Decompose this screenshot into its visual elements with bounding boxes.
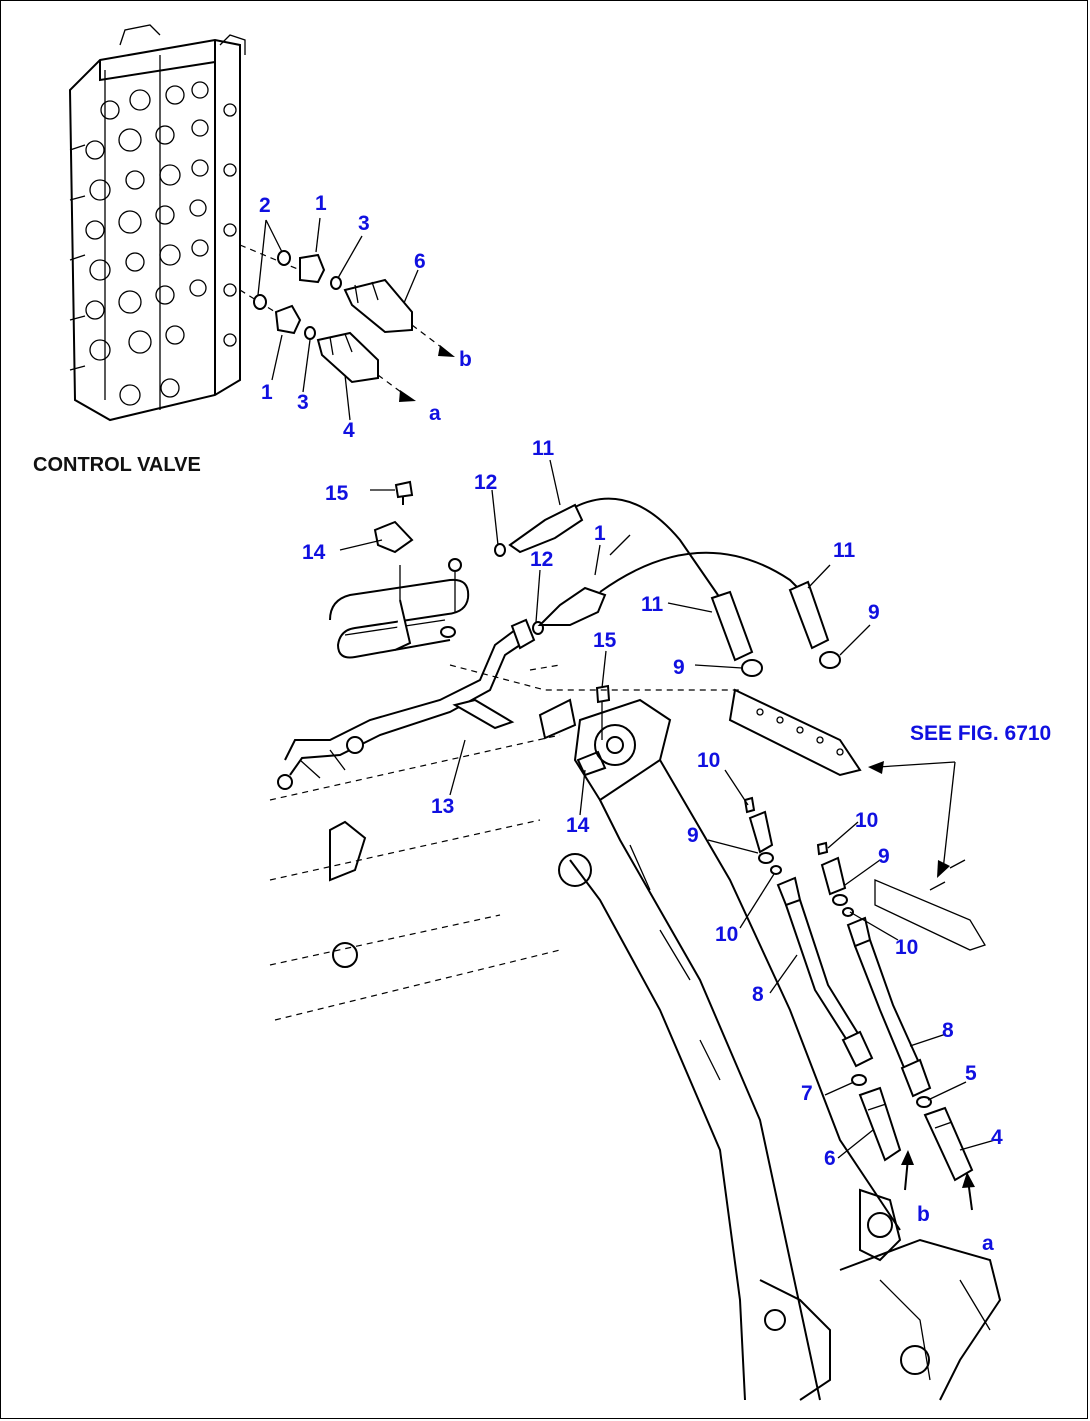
control-valve-drawing bbox=[68, 24, 246, 422]
callout-11: 11 bbox=[532, 437, 555, 460]
control-valve-title: CONTROL VALVE bbox=[33, 454, 201, 476]
callout-9: 9 bbox=[868, 601, 880, 624]
callout-11: 11 bbox=[833, 539, 856, 562]
callout-9: 9 bbox=[878, 845, 890, 868]
callout-9: 9 bbox=[673, 656, 685, 679]
callout-12: 12 bbox=[474, 471, 498, 494]
callout-10: 10 bbox=[895, 936, 919, 959]
lower-pipes-drawing bbox=[743, 796, 975, 1211]
end-label-b: b bbox=[459, 348, 472, 371]
callout-1: 1 bbox=[315, 192, 327, 215]
callout-4: 4 bbox=[343, 419, 355, 442]
callout-3: 3 bbox=[297, 391, 309, 414]
callout-8: 8 bbox=[942, 1019, 954, 1042]
callout-10: 10 bbox=[855, 809, 879, 832]
end-label-b: b bbox=[917, 1203, 930, 1226]
callout-6: 6 bbox=[824, 1147, 836, 1170]
callout-1: 1 bbox=[261, 381, 273, 404]
end-label-a: a bbox=[982, 1232, 994, 1255]
callout-14: 14 bbox=[302, 541, 326, 564]
callout-9: 9 bbox=[687, 824, 699, 847]
hose-assembly-drawing bbox=[277, 480, 862, 790]
callout-15: 15 bbox=[325, 482, 349, 505]
callout-10: 10 bbox=[697, 749, 721, 772]
callout-3: 3 bbox=[358, 212, 370, 235]
callout-14: 14 bbox=[566, 814, 590, 837]
callout-6: 6 bbox=[414, 250, 426, 273]
callout-13: 13 bbox=[431, 795, 455, 818]
callout-2: 2 bbox=[259, 194, 271, 217]
end-label-a: a bbox=[429, 402, 441, 425]
callout-11: 11 bbox=[641, 593, 664, 616]
callout-5: 5 bbox=[965, 1062, 977, 1085]
see-fig-reference: SEE FIG. 6710 bbox=[910, 722, 1052, 745]
callout-4: 4 bbox=[991, 1126, 1003, 1149]
callout-8: 8 bbox=[752, 983, 764, 1006]
callout-12: 12 bbox=[530, 548, 554, 571]
callout-7: 7 bbox=[801, 1082, 813, 1105]
valve-fittings-drawing bbox=[239, 244, 455, 402]
callout-10: 10 bbox=[715, 923, 739, 946]
callout-15: 15 bbox=[593, 629, 617, 652]
leader-lines bbox=[257, 217, 996, 1159]
callout-1: 1 bbox=[594, 522, 606, 545]
boom-structure-drawing bbox=[269, 698, 1002, 1401]
